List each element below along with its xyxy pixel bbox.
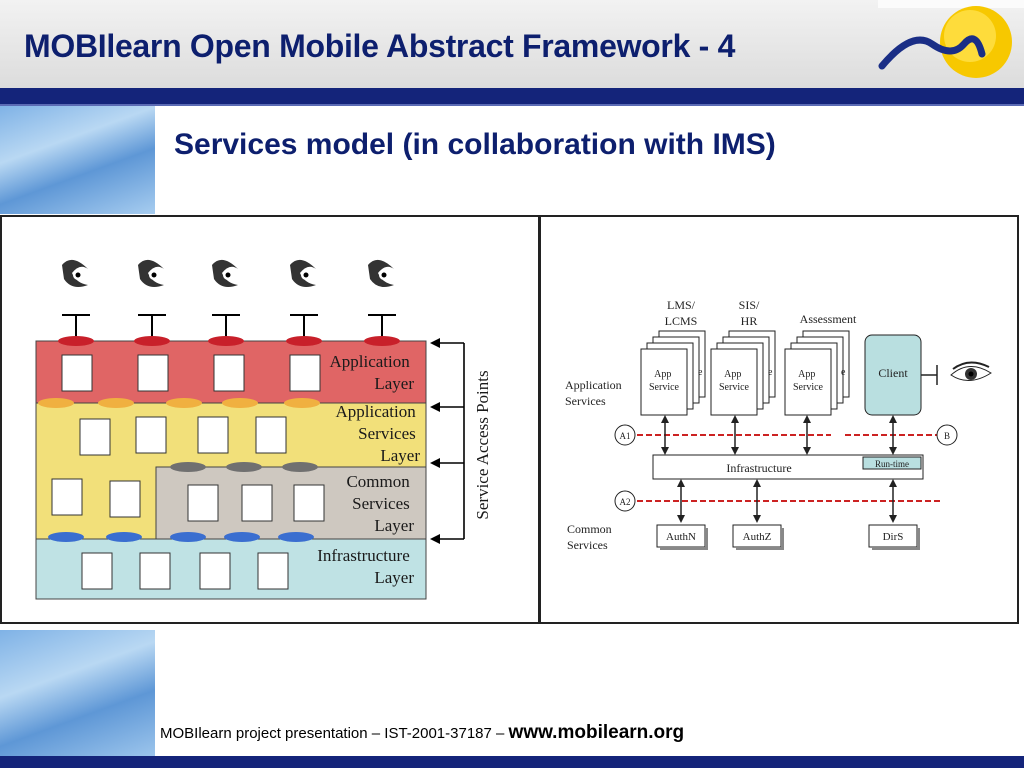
- authn-box: [656, 524, 708, 550]
- eye-icon: [290, 259, 318, 339]
- common-service-arrows: [680, 481, 894, 521]
- user-eye-icons: [62, 259, 396, 339]
- authn-label: AuthN: [666, 531, 696, 543]
- marker-b: [936, 424, 958, 446]
- marker-a2-label: A2: [620, 497, 631, 507]
- common-services-label: Common Services: [567, 522, 615, 552]
- ims-diagram: LMS/LCMS SIS/HR Assessment Application S…: [565, 298, 992, 552]
- client-label: Client: [878, 366, 908, 380]
- app-service-stack-assessment: [784, 330, 850, 416]
- eye-icon: [950, 361, 992, 381]
- app-service-stack-sis: [710, 330, 776, 416]
- access-point-arrowheads: [430, 338, 440, 544]
- service-label-assessment: Assessment: [800, 312, 857, 326]
- service-label-lms: LMS/LCMS: [665, 298, 698, 328]
- component-boxes: [51, 354, 325, 590]
- marker-b-label: B: [944, 431, 950, 441]
- eye-icon: [138, 259, 166, 339]
- access-point-ovals: [38, 336, 400, 542]
- infrastructure-label: Infrastructure: [726, 461, 791, 475]
- marker-a1: [614, 424, 636, 446]
- footer-text: MOBIlearn project presentation – IST-200…: [160, 725, 509, 742]
- mobilearn-logo: [878, 0, 1024, 78]
- app-service-card-label: App Service: [793, 369, 824, 393]
- authz-box: [732, 524, 784, 550]
- service-access-points-label: Service Access Points: [473, 370, 492, 519]
- footer-url-link[interactable]: www.mobilearn.org: [508, 722, 685, 743]
- dirs-label: DirS: [883, 531, 904, 543]
- layer-diagram: Application Layer Application Services L…: [35, 259, 492, 600]
- runtime-box: [862, 456, 922, 470]
- service-arrowheads: [661, 415, 897, 455]
- app-service-card-label: App Service: [649, 369, 680, 393]
- footer-bar: [0, 756, 1024, 768]
- card-fragment-label: e: [698, 367, 703, 378]
- layer-label: Common Services Layer: [346, 472, 414, 535]
- marker-a1-label: A1: [620, 431, 631, 441]
- dirs-box: [868, 524, 920, 550]
- sky-decoration-bottom: [0, 630, 155, 768]
- app-service-stack-lms: [640, 330, 706, 416]
- slide-subtitle: Services model (in collaboration with IM…: [174, 128, 776, 161]
- layer-label: Application Services Layer: [335, 402, 420, 465]
- card-fragment-label: e: [768, 367, 773, 378]
- card-fragment-label: e: [841, 367, 846, 378]
- eye-icon: [212, 259, 240, 339]
- eye-icon: [368, 259, 396, 339]
- runtime-label: Run-time: [875, 459, 909, 469]
- access-point-bracket: [432, 342, 465, 540]
- service-label-sis: SIS/HR: [739, 298, 760, 328]
- common-service-arrowheads: [677, 479, 897, 523]
- marker-a2: [614, 490, 636, 512]
- header-rule-thin: [0, 104, 1024, 106]
- sky-decoration-top: [0, 106, 155, 214]
- header-rule: [0, 88, 1024, 104]
- layer-label: Infrastructure Layer: [317, 546, 414, 587]
- authz-label: AuthZ: [743, 531, 772, 543]
- slide-header: MOBIlearn Open Mobile Abstract Framework…: [0, 0, 1024, 89]
- layer-label: Application Layer: [329, 352, 414, 393]
- application-services-label: Application Services: [565, 378, 625, 408]
- app-service-card-label: App Service: [719, 369, 750, 393]
- eye-icon: [62, 259, 90, 339]
- slide-footer: MOBIlearn project presentation – IST-200…: [160, 722, 684, 744]
- layer-diagram-panel: Application Layer Application Services L…: [0, 215, 540, 624]
- slide-title: MOBIlearn Open Mobile Abstract Framework…: [24, 28, 736, 64]
- ims-diagram-panel: LMS/LCMS SIS/HR Assessment Application S…: [539, 215, 1019, 624]
